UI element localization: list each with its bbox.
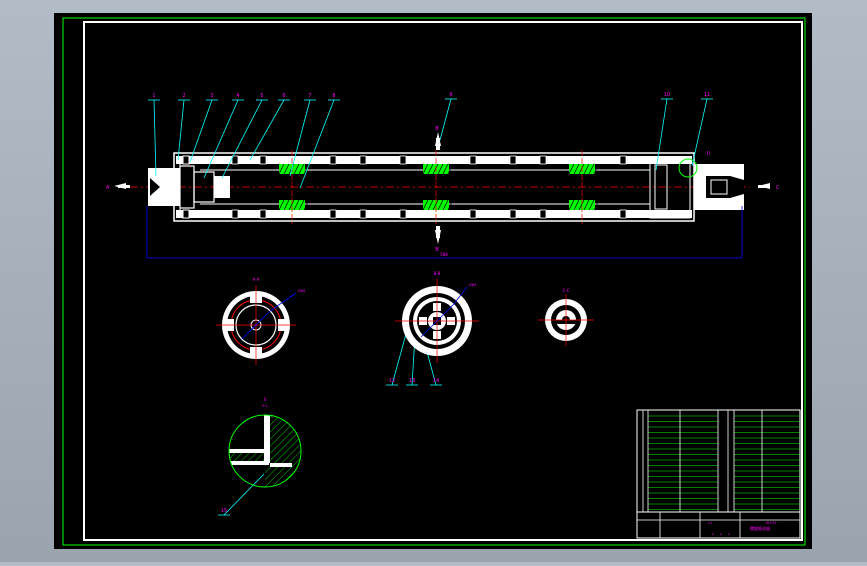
view-bb-label: B-B: [434, 271, 441, 276]
balloon-12: 12: [389, 378, 395, 384]
section-mark-bottom: B: [435, 247, 439, 253]
tube-slot: [509, 155, 517, 165]
balloon-3: 3: [210, 93, 213, 99]
title-block-mark-s: S: [712, 532, 714, 536]
balloon-2: 2: [182, 93, 185, 99]
section-mark-left: A: [106, 185, 110, 191]
detail-mark: II: [707, 151, 710, 157]
tube-slot: [259, 155, 267, 165]
detail-view-ii: II 5:1: [228, 397, 302, 488]
balloon-14: 14: [433, 378, 439, 384]
tube-slot: [469, 209, 477, 219]
tube-slot: [539, 155, 547, 165]
section-arrows: A C B B II: [106, 126, 780, 253]
title-block-drawing-no: SH-01: [766, 521, 777, 525]
balloon-4: 4: [236, 93, 239, 99]
tube-slot: [329, 209, 337, 219]
tube-slot: [231, 155, 239, 165]
title-block-name: 螺旋推进器: [750, 525, 770, 531]
detail-scale: 5:1: [262, 404, 268, 408]
balloon-15: 15: [221, 508, 227, 514]
balloon-8: 8: [332, 93, 335, 99]
section-view-aa: A-A Ø84: [216, 277, 306, 365]
tube-slot: [359, 209, 367, 219]
view-cc-label: C-C: [562, 288, 569, 293]
view-aa-dim: Ø84: [298, 288, 306, 293]
balloon-13: 13: [409, 378, 415, 384]
tube-slot: [399, 209, 407, 219]
balloon-1: 1: [152, 93, 155, 99]
tube-slot: [619, 155, 627, 165]
balloon-6: 6: [282, 93, 285, 99]
tube-slot: [359, 155, 367, 165]
title-block: 螺旋推进器 SH-01 1:1 S A C: [636, 409, 801, 539]
inner-frame: [83, 21, 803, 541]
tube-slot: [231, 209, 239, 219]
balloon-11: 11: [704, 92, 710, 98]
section-mark-right: C: [776, 185, 780, 191]
sheet-background: [54, 13, 812, 549]
balloon-7: 7: [308, 93, 311, 99]
section-view-bb: B-B Ø84: [395, 271, 479, 363]
tube-slot: [539, 209, 547, 219]
tube-slot: [329, 155, 337, 165]
tube-slot: [619, 209, 627, 219]
title-block-scale: 1:1: [708, 521, 713, 525]
section-view-cc: C-C: [538, 288, 594, 346]
tube-slot: [399, 155, 407, 165]
bushing: [423, 200, 449, 210]
bushing: [279, 200, 305, 210]
view-aa-label: A-A: [253, 277, 260, 282]
view-bb-dim: Ø84: [469, 282, 477, 287]
outer-frame: [62, 17, 806, 546]
balloon-9: 9: [449, 92, 452, 98]
balloon-10: 10: [664, 92, 670, 98]
main-section-view: 588: [130, 150, 750, 259]
tube-slot: [509, 209, 517, 219]
balloon-5: 5: [260, 93, 263, 99]
tube-slot: [469, 155, 477, 165]
dim-overall: 588: [440, 252, 448, 257]
detail-label: II: [264, 397, 266, 402]
bushing: [569, 200, 595, 210]
title-block-mark-c: C: [728, 532, 730, 536]
title-block-mark-a: A: [720, 532, 723, 536]
tube-slot: [259, 209, 267, 219]
section-mark-top: B: [435, 126, 439, 132]
